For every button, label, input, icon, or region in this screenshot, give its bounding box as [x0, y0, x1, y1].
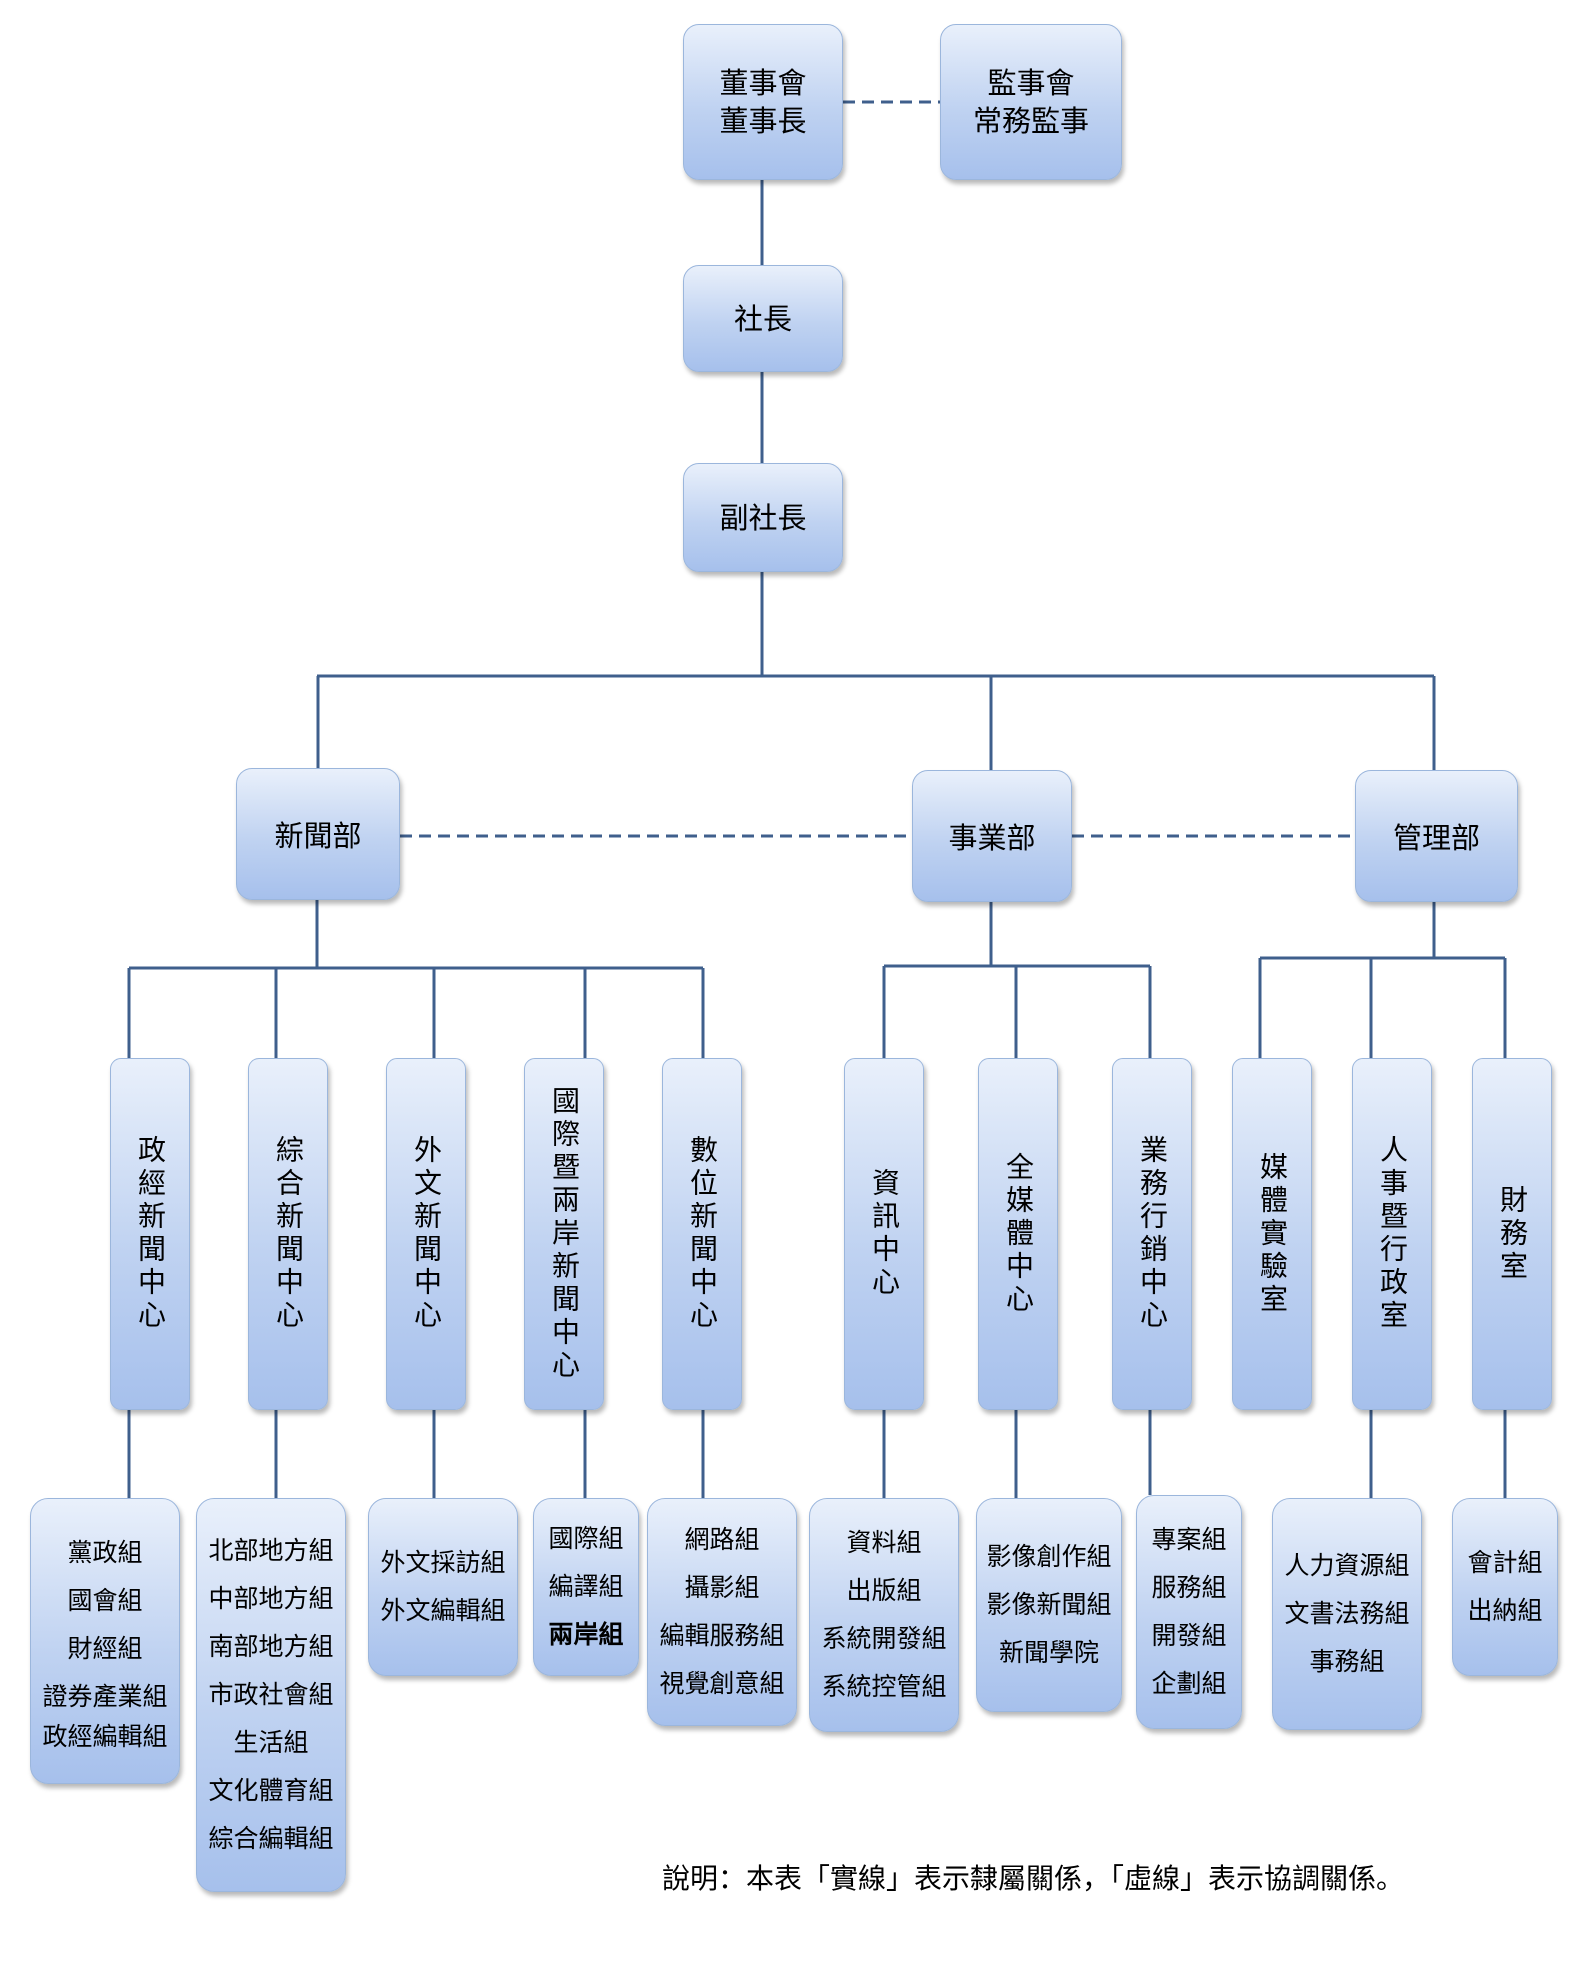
- group-label: 攝影組: [684, 1573, 760, 1602]
- groups-box: 網路組 攝影組 編輯服務組 視覺創意組: [647, 1498, 797, 1726]
- standing-supervisor-label: 常務監事: [972, 104, 1089, 138]
- management-department-label: 管理部: [1392, 821, 1480, 855]
- group-label: 系統控管組: [821, 1672, 947, 1701]
- group-label: 會計組: [1467, 1548, 1543, 1577]
- group-label: 財經組: [67, 1634, 143, 1663]
- group-label: 編譯組: [548, 1572, 624, 1601]
- center-label: 國際暨兩岸新聞中心: [548, 1085, 581, 1383]
- center-label: 數位新聞中心: [686, 1135, 719, 1333]
- groups-box: 人力資源組 文書法務組 事務組: [1272, 1498, 1422, 1730]
- center-label: 政經新聞中心: [134, 1135, 167, 1333]
- group-label: 專案組: [1151, 1525, 1227, 1554]
- center-label: 全媒體中心: [1002, 1151, 1035, 1317]
- group-label: 市政社會組: [208, 1680, 334, 1709]
- groups-box: 影像創作組 影像新聞組 新聞學院: [976, 1498, 1122, 1712]
- group-label: 資料組: [846, 1528, 922, 1557]
- center-box: 數位新聞中心: [662, 1058, 742, 1410]
- office-label: 人事暨行政室: [1376, 1135, 1409, 1333]
- group-label: 生活組: [233, 1728, 309, 1757]
- group-label: 系統開發組: [821, 1624, 947, 1653]
- office-label: 財務室: [1496, 1184, 1529, 1284]
- group-label: 兩岸組: [548, 1620, 624, 1649]
- group-label: 外文編輯組: [380, 1596, 506, 1625]
- group-label: 新聞學院: [998, 1638, 1099, 1667]
- center-box: 外文新聞中心: [386, 1058, 466, 1410]
- board-box: 董事會 董事長: [683, 24, 843, 180]
- center-box: 政經新聞中心: [110, 1058, 190, 1410]
- center-label: 外文新聞中心: [410, 1135, 443, 1333]
- office-box: 人事暨行政室: [1352, 1058, 1432, 1410]
- news-department-box: 新聞部: [236, 768, 400, 900]
- groups-box: 北部地方組 中部地方組 南部地方組 市政社會組 生活組 文化體育組 綜合編輯組: [196, 1498, 346, 1892]
- center-box: 業務行銷中心: [1112, 1058, 1192, 1410]
- legend-note: 說明：本表「實線」表示隸屬關係，「虛線」表示協調關係。: [662, 1862, 1405, 1895]
- news-department-label: 新聞部: [274, 819, 362, 853]
- group-label: 南部地方組: [208, 1632, 334, 1661]
- vice-president-label: 副社長: [719, 500, 807, 535]
- management-department-box: 管理部: [1355, 770, 1518, 902]
- office-box: 財務室: [1472, 1058, 1552, 1410]
- groups-box: 國際組 編譯組 兩岸組: [533, 1498, 639, 1676]
- group-label: 服務組: [1151, 1573, 1227, 1602]
- group-label: 中部地方組: [208, 1584, 334, 1613]
- group-label: 綜合編輯組: [208, 1824, 334, 1853]
- center-label: 業務行銷中心: [1136, 1135, 1169, 1333]
- supervisors-box: 監事會 常務監事: [940, 24, 1122, 180]
- group-label: 網路組: [684, 1525, 760, 1554]
- group-label: 國會組: [67, 1586, 143, 1615]
- center-box: 資訊中心: [844, 1058, 924, 1410]
- group-label: 事務組: [1309, 1647, 1385, 1676]
- center-box: 綜合新聞中心: [248, 1058, 328, 1410]
- center-label: 資訊中心: [868, 1168, 901, 1300]
- group-label: 人力資源組: [1284, 1551, 1410, 1580]
- group-label: 企劃組: [1151, 1669, 1227, 1698]
- group-label: 出納組: [1467, 1596, 1543, 1625]
- groups-box: 專案組 服務組 開發組 企劃組: [1136, 1495, 1242, 1729]
- group-label: 政經編輯組: [42, 1722, 168, 1751]
- group-label: 開發組: [1151, 1621, 1227, 1650]
- group-label: 文化體育組: [208, 1776, 334, 1805]
- lab-label: 媒體實驗室: [1256, 1151, 1289, 1317]
- board-label: 董事會: [719, 66, 807, 100]
- center-box: 國際暨兩岸新聞中心: [524, 1058, 604, 1410]
- group-label: 國際組: [548, 1524, 624, 1553]
- supervisors-label: 監事會: [987, 66, 1075, 100]
- lab-box: 媒體實驗室: [1232, 1058, 1312, 1410]
- group-label: 北部地方組: [208, 1536, 334, 1565]
- business-department-label: 事業部: [948, 821, 1036, 855]
- group-label: 影像新聞組: [986, 1590, 1112, 1619]
- chairman-label: 董事長: [719, 104, 807, 138]
- president-box: 社長: [683, 265, 843, 372]
- group-label: 編輯服務組: [659, 1621, 785, 1650]
- center-box: 全媒體中心: [978, 1058, 1058, 1410]
- group-label: 文書法務組: [1284, 1599, 1410, 1628]
- groups-box: 資料組 出版組 系統開發組 系統控管組: [809, 1498, 959, 1732]
- group-label: 視覺創意組: [659, 1669, 785, 1698]
- group-label: 外文採訪組: [380, 1548, 506, 1577]
- center-label: 綜合新聞中心: [272, 1135, 305, 1333]
- president-label: 社長: [733, 301, 792, 336]
- group-label: 黨政組: [67, 1538, 143, 1567]
- group-label: 證券產業組: [42, 1682, 168, 1711]
- group-label: 出版組: [846, 1576, 922, 1605]
- vice-president-box: 副社長: [683, 463, 843, 572]
- groups-box: 黨政組 國會組 財經組 證券產業組 政經編輯組: [30, 1498, 180, 1784]
- groups-box: 外文採訪組 外文編輯組: [368, 1498, 518, 1676]
- groups-box: 會計組 出納組: [1452, 1498, 1558, 1676]
- business-department-box: 事業部: [912, 770, 1072, 902]
- group-label: 影像創作組: [986, 1542, 1112, 1571]
